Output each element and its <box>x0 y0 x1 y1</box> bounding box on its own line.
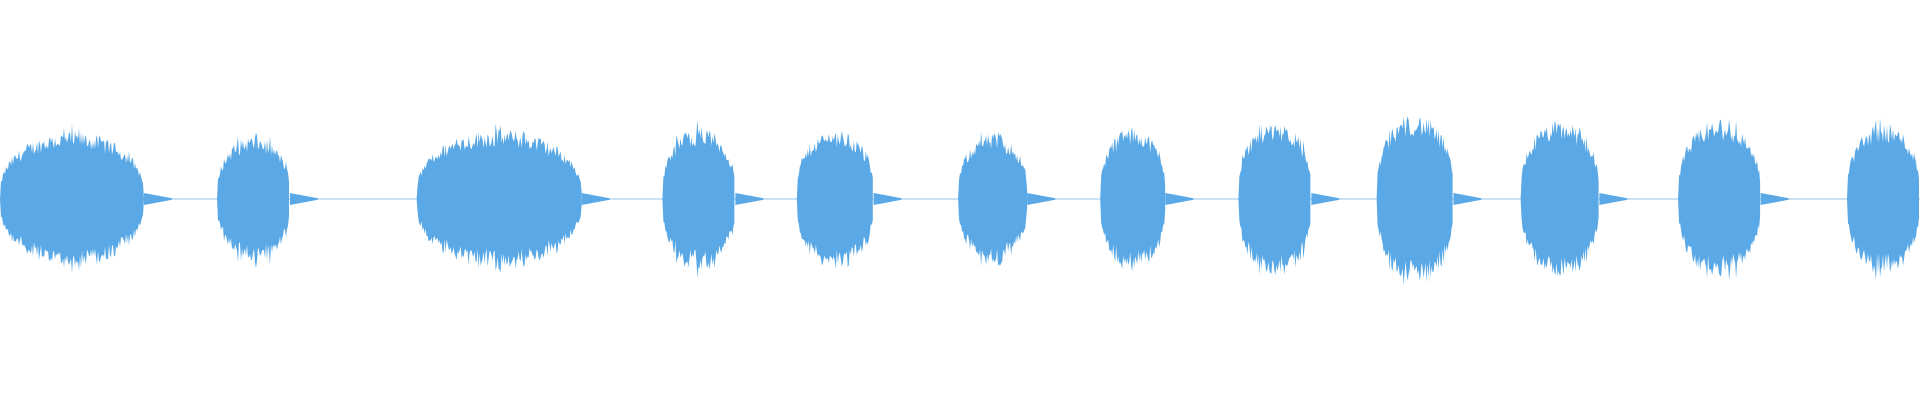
waveform-tail-5 <box>873 193 902 205</box>
waveform-tail-8 <box>1311 193 1340 205</box>
waveform-tail-6 <box>1027 193 1056 205</box>
waveform-burst-12 <box>1847 117 1919 281</box>
waveform-burst-8 <box>1238 123 1311 275</box>
waveform-tail-1 <box>144 193 172 205</box>
waveform-burst-6 <box>958 131 1028 267</box>
waveform-burst-2 <box>217 132 289 268</box>
waveform-tail-9 <box>1453 193 1482 205</box>
waveform-burst-10 <box>1520 121 1599 276</box>
waveform-tail-10 <box>1599 193 1628 205</box>
waveform-burst-9 <box>1376 116 1453 285</box>
waveform-burst-5 <box>796 130 873 269</box>
waveform-burst-11 <box>1678 119 1761 280</box>
waveform-tail-3 <box>581 193 610 205</box>
waveform-tail-11 <box>1760 193 1789 205</box>
waveform-tail-2 <box>289 193 318 205</box>
waveform-burst-4 <box>662 119 735 279</box>
waveform-burst-3 <box>416 123 582 274</box>
waveform-bursts <box>0 116 1919 285</box>
waveform-tail-7 <box>1165 193 1194 205</box>
waveform-tail-4 <box>735 193 764 205</box>
waveform-burst-7 <box>1100 127 1166 272</box>
waveform-burst-1 <box>0 123 144 274</box>
